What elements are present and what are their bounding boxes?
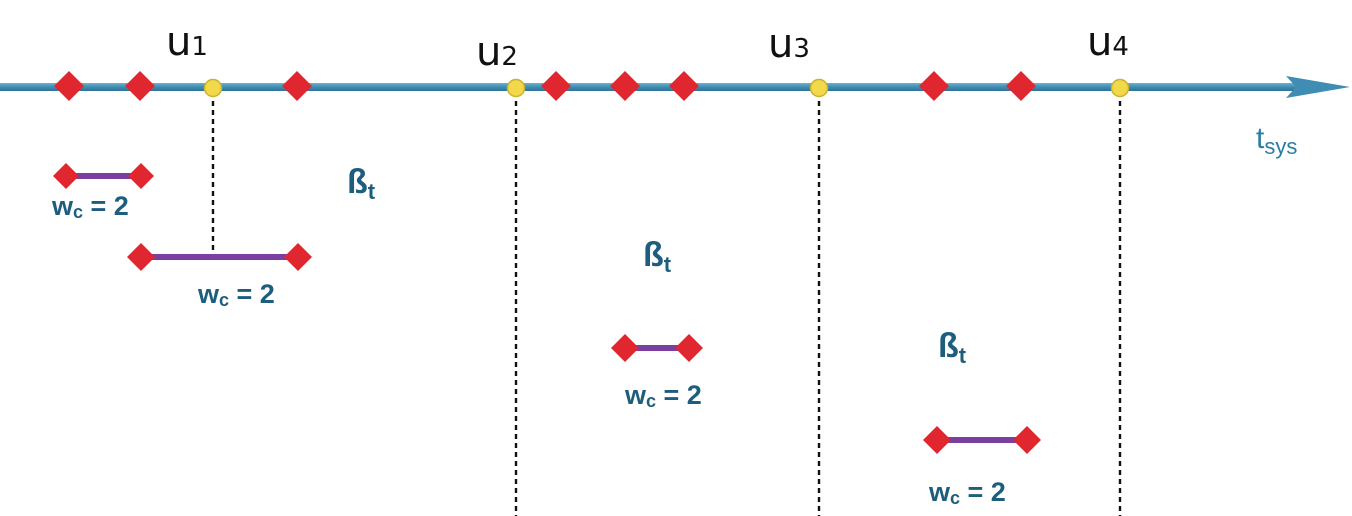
update-point-u4 [1110, 78, 1130, 98]
window-end-marker [675, 334, 703, 362]
window-4: wc = 2 [923, 426, 1041, 508]
beta-label: ßt [347, 163, 376, 204]
window-start-marker [611, 334, 639, 362]
window-3: wc = 2 [611, 334, 703, 411]
window-label: wc = 2 [51, 191, 129, 222]
event-marker [669, 71, 699, 101]
window-1: wc = 2 [51, 163, 154, 222]
update-point-dots [203, 78, 1130, 98]
window-end-marker [284, 243, 312, 271]
time-axis-line [0, 83, 1300, 91]
window-end-marker [1013, 426, 1041, 454]
time-axis-label: tsys [1256, 122, 1297, 159]
window-start-marker [127, 243, 155, 271]
update-point-label-u4: u4 [1087, 19, 1129, 65]
time-axis-arrowhead [1286, 76, 1350, 98]
window-label: wc = 2 [197, 279, 275, 310]
update-point-u3 [809, 78, 829, 98]
event-marker [282, 71, 312, 101]
update-point-label-u3: u3 [768, 21, 810, 67]
beta-labels: ßt ßt ßt [347, 163, 967, 368]
update-point-u1 [203, 78, 223, 98]
window-2: wc = 2 [127, 243, 312, 310]
time-axis: tsys [0, 76, 1350, 159]
event-marker [125, 71, 155, 101]
beta-label: ßt [643, 236, 672, 277]
event-marker [919, 71, 949, 101]
beta-label: ßt [938, 327, 967, 368]
update-point-u2 [506, 78, 526, 98]
window-end-marker [128, 163, 154, 189]
event-marker [54, 71, 84, 101]
update-point-label-u2: u2 [476, 29, 518, 75]
window-start-marker [923, 426, 951, 454]
event-marker [610, 71, 640, 101]
window-start-marker [53, 163, 79, 189]
window-label: wc = 2 [928, 477, 1006, 508]
guide-lines [211, 92, 1122, 516]
window-label: wc = 2 [624, 380, 702, 411]
event-marker [541, 71, 571, 101]
update-point-label-u1: u1 [166, 19, 208, 65]
event-markers [54, 71, 1036, 101]
update-point-labels: u1 u2 u3 u4 [166, 19, 1129, 75]
event-marker [1006, 71, 1036, 101]
